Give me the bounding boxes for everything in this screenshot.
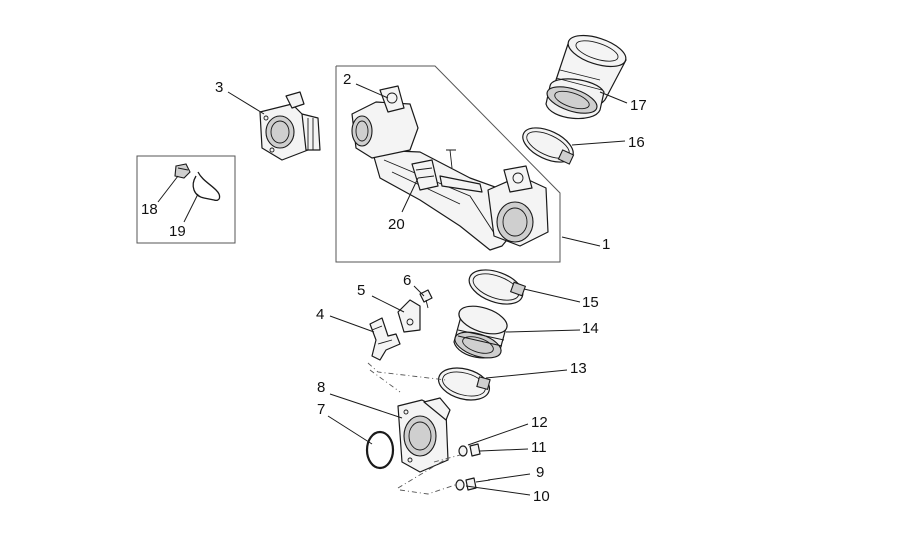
callout-16: 16 xyxy=(628,134,645,151)
part-7-o-ring xyxy=(365,430,395,470)
callout-10: 10 xyxy=(533,488,550,505)
part-15-hose-clamp xyxy=(468,269,527,305)
part-11-bolt xyxy=(469,443,481,457)
callout-9: 9 xyxy=(536,464,544,481)
callout-18: 18 xyxy=(141,201,158,218)
callout-15: 15 xyxy=(582,294,599,311)
callout-20: 20 xyxy=(388,216,405,233)
callout-1: 1 xyxy=(602,236,610,253)
callout-12: 12 xyxy=(531,414,548,431)
callout-14: 14 xyxy=(582,320,599,337)
part-19-clip xyxy=(192,171,221,202)
alignment-lines xyxy=(367,362,461,495)
callout-19: 19 xyxy=(169,223,186,240)
part-1-throttle-body xyxy=(351,85,549,251)
callout-5: 5 xyxy=(357,282,365,299)
part-12-washer xyxy=(458,445,468,457)
part-17-intake-sleeve xyxy=(545,34,627,120)
part-8-intake-manifold xyxy=(397,397,451,473)
part-9-screw xyxy=(465,477,491,491)
callout-13: 13 xyxy=(570,360,587,377)
part-5-bracket xyxy=(397,299,421,333)
leader-lines xyxy=(157,83,628,496)
callout-6: 6 xyxy=(403,272,411,289)
callout-4: 4 xyxy=(316,306,324,323)
callout-17: 17 xyxy=(630,97,647,114)
part-14-rubber-coupling xyxy=(453,305,508,359)
part-18-plug xyxy=(174,163,191,179)
part-16-hose-clamp xyxy=(522,127,575,165)
callout-2: 2 xyxy=(343,71,351,88)
callout-8: 8 xyxy=(317,379,325,396)
part-6-bolt xyxy=(419,289,433,309)
throttle-body-group-frame xyxy=(335,65,561,263)
part-3-inlet-flange xyxy=(259,91,321,161)
part-4-t-fitting xyxy=(369,317,401,361)
part-13-hose-clamp xyxy=(437,367,491,401)
callout-labels: 1 2 3 4 5 6 7 8 9 10 11 12 13 14 15 16 1… xyxy=(141,71,647,505)
callout-11: 11 xyxy=(531,439,547,456)
callout-3: 3 xyxy=(215,79,223,96)
part-10-washer xyxy=(455,479,465,491)
small-parts-group-frame xyxy=(136,155,236,244)
callout-7: 7 xyxy=(317,401,325,418)
